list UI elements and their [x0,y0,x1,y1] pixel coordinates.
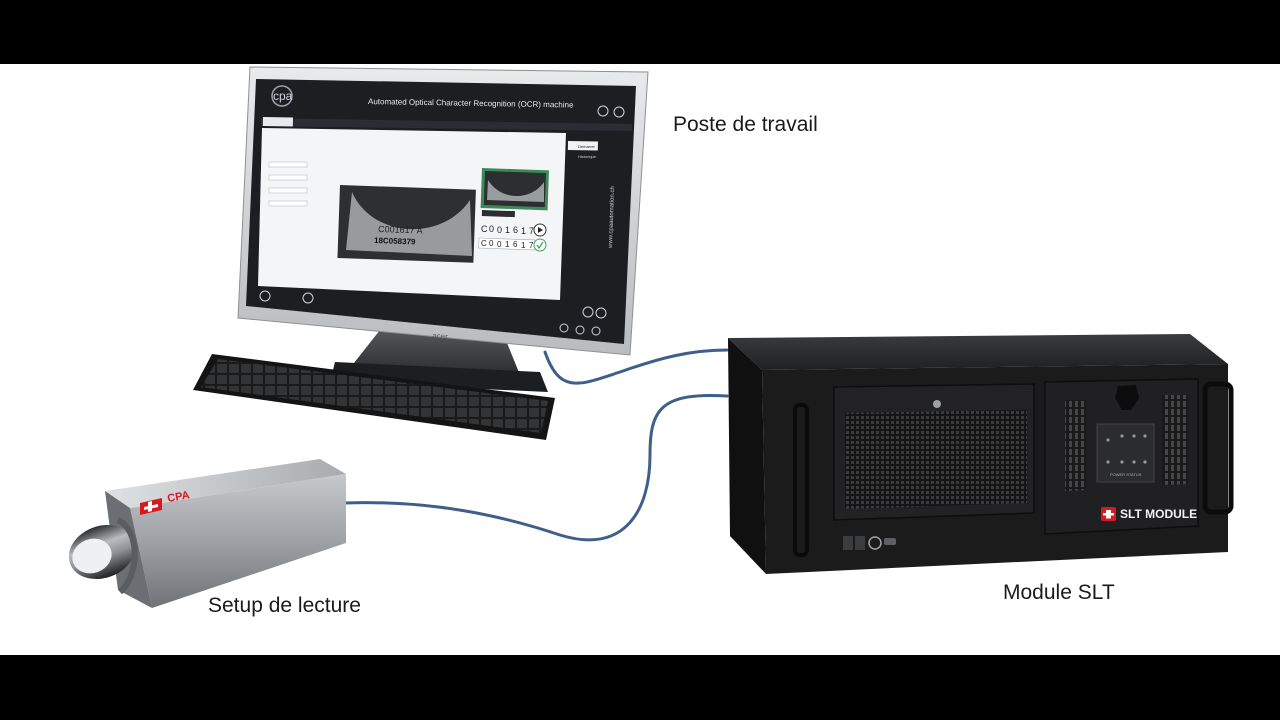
status-panel [1096,423,1155,483]
bottom-icon[interactable] [591,326,601,336]
camera-image: C001617 A 18C058379 [337,185,476,263]
status-panel-text: POWER STATUS [1110,472,1142,477]
history-button-label[interactable]: Historique [578,154,597,159]
key-lock-icon[interactable] [1115,385,1139,410]
thumbnail-tab[interactable] [481,210,515,218]
label-slt-module: Module SLT [1003,581,1115,604]
app-logo: cpa [273,89,293,103]
module-left-side [728,338,766,574]
cable-reader-to-module [343,393,729,542]
slt-module: POWER STATUS SLT MODULE [728,334,1234,574]
ref-char: 1 [505,240,510,249]
handle-left[interactable] [793,403,809,557]
handle-right[interactable] [1202,381,1234,515]
reader-front-face [130,474,346,608]
ocr-char: 7 [529,226,534,236]
monitor: acer cpa Automated Optical Character Rec… [237,66,649,392]
usb-port[interactable] [855,536,865,550]
ocr-char: 1 [505,225,510,235]
module-brand: SLT MODULE [1120,507,1197,521]
ref-char: 0 [489,239,494,248]
cable-monitor-to-module [543,348,729,385]
reset-button[interactable] [884,538,896,545]
reader-top-face [105,459,346,508]
ref-char: C [481,239,487,248]
front-vent [845,410,1027,509]
monitor-screen: cpa Automated Optical Character Recognit… [246,79,636,344]
bottom-icon[interactable] [595,307,607,319]
ref-char: 0 [497,240,502,249]
app-tabs [261,117,632,131]
label-workstation: Poste de travail [673,113,818,136]
swiss-cross-icon [1103,510,1114,519]
cables [343,348,729,542]
check-icon [533,238,547,252]
letterbox-top [0,0,1280,64]
form-fields [268,161,308,207]
ref-char: 7 [529,241,534,250]
lock-icon[interactable] [933,400,941,408]
ocr-char: 6 [513,225,518,235]
part-text-line2: 18C058379 [374,236,416,246]
bottom-icon[interactable] [575,325,585,335]
ref-char: 1 [521,241,526,250]
settings-icon[interactable] [597,105,609,117]
side-url: www.cpaautomation.ch [608,186,616,249]
monitor-stand-neck [350,330,520,375]
swiss-flag-icon [140,498,162,515]
ocr-result: C 0 0 1 6 1 7 [481,224,534,236]
ocr-reference: C 0 0 1 6 1 7 [478,237,536,251]
watch-part [68,517,138,595]
module-top [728,334,1228,370]
tab-active[interactable] [262,117,293,127]
keyboard [193,354,555,440]
power-icon[interactable] [613,106,625,118]
refresh-icon[interactable] [302,292,314,304]
keyboard-keys [201,359,548,433]
ocr-char: 0 [489,224,494,234]
ocr-char: 1 [521,226,526,236]
monitor-brand: acer [432,331,449,341]
ocr-char: 0 [497,225,502,235]
label-reader-setup: Setup de lecture [208,594,361,617]
part-text-line1: C001617 A [378,224,423,236]
start-button-label: Démarrer [578,144,596,149]
bottom-icon[interactable] [582,306,594,318]
right-vent-left [1065,400,1086,491]
status-leds [1106,434,1147,464]
diagram-canvas: acer cpa Automated Optical Character Rec… [0,64,1280,655]
app-title: Automated Optical Character Recognition … [368,97,574,110]
bottom-icon[interactable] [559,323,569,333]
reader-brand: CPA [166,489,190,505]
right-vent-right [1162,395,1188,485]
letterbox-bottom [0,655,1280,720]
reader-setup: CPA [68,459,346,608]
play-control-icon[interactable] [259,290,271,302]
ocr-char: C [481,224,488,234]
app-logo-ring [271,85,293,107]
system-diagram: acer cpa Automated Optical Character Rec… [68,66,1234,608]
thumbnail-image [480,168,549,218]
usb-port[interactable] [843,536,853,550]
power-button[interactable] [868,536,882,550]
play-icon [538,227,543,233]
ref-char: 6 [513,240,518,249]
start-button[interactable] [567,141,598,151]
